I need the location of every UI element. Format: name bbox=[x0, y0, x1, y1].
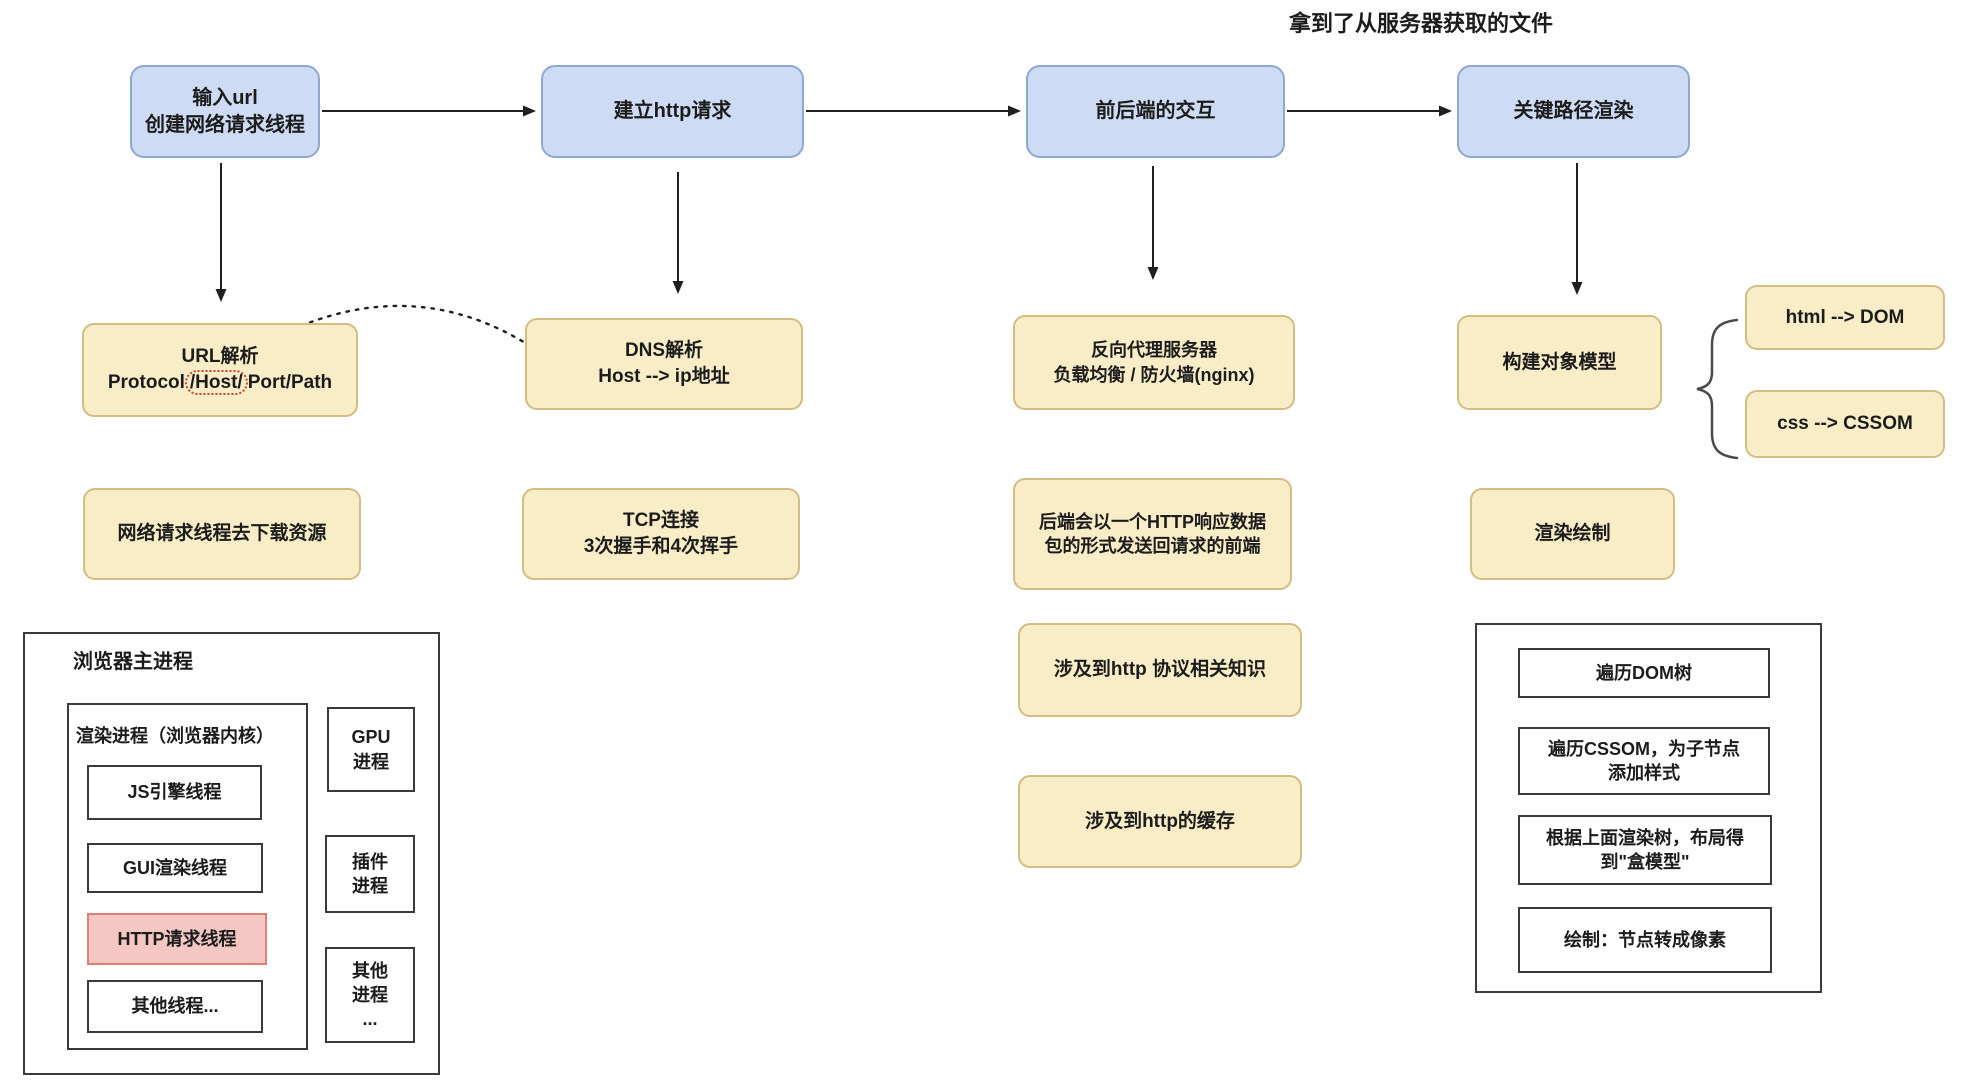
process-label: 插件 bbox=[352, 851, 388, 872]
css-cssom-box: css --> CSSOM bbox=[1745, 390, 1945, 458]
backend-response-line: 后端会以一个HTTP响应数据 bbox=[1039, 511, 1266, 532]
browser-main-process-title: 浏览器主进程 bbox=[73, 651, 193, 673]
pipeline-step-label: 绘制：节点转成像素 bbox=[1564, 929, 1726, 950]
process-label: 其他 bbox=[352, 960, 388, 981]
reverse-proxy-line: 负载均衡 / 防火墙(nginx) bbox=[1053, 364, 1255, 385]
backend-response-line: 包的形式发送回请求的前端 bbox=[1044, 536, 1261, 556]
thread-gui-render: GUI渲染线程 bbox=[87, 843, 263, 893]
html-dom-label: html --> DOM bbox=[1785, 306, 1905, 328]
pipeline-step-cssom: 遍历CSSOM，为子节点 添加样式 bbox=[1518, 727, 1770, 795]
pipeline-step-label: 到"盒模型" bbox=[1600, 852, 1690, 872]
thread-http-request: HTTP请求线程 bbox=[87, 913, 267, 965]
tcp-line: 3次握手和4次挥手 bbox=[583, 536, 739, 557]
thread-label: HTTP请求线程 bbox=[117, 928, 237, 949]
url-detail-suffix: Port/Path bbox=[247, 372, 333, 393]
pipeline-step-layout: 根据上面渲染树，布局得 到"盒模型" bbox=[1518, 815, 1772, 885]
backend-response-box: 后端会以一个HTTP响应数据 包的形式发送回请求的前端 bbox=[1013, 478, 1292, 590]
process-label: 进程 bbox=[352, 876, 388, 896]
process-label: 进程 bbox=[353, 751, 389, 772]
pipeline-step-dom: 遍历DOM树 bbox=[1518, 648, 1770, 698]
render-paint-label: 渲染绘制 bbox=[1534, 523, 1611, 545]
tcp-line: TCP连接 bbox=[622, 510, 699, 532]
http-cache-label: 涉及到http的缓存 bbox=[1085, 810, 1235, 832]
pipeline-step-label: 根据上面渲染树，布局得 bbox=[1546, 827, 1744, 848]
flow-step-http-request: 建立http请求 bbox=[541, 65, 804, 158]
process-other: 其他 进程 ... bbox=[325, 947, 415, 1043]
build-object-model-label: 构建对象模型 bbox=[1502, 351, 1617, 373]
pipeline-step-label: 遍历CSSOM，为子节点 bbox=[1547, 738, 1740, 759]
flow-step-critical-render: 关键路径渲染 bbox=[1457, 65, 1690, 158]
flow-step-label: 关键路径渲染 bbox=[1513, 100, 1634, 122]
html-dom-box: html --> DOM bbox=[1745, 285, 1945, 350]
flow-step-label: 前后端的交互 bbox=[1095, 100, 1216, 122]
flow-step-label: 建立http请求 bbox=[613, 100, 732, 122]
reverse-proxy-line: 反向代理服务器 bbox=[1091, 340, 1217, 361]
download-box: 网络请求线程去下载资源 bbox=[83, 488, 361, 580]
pipeline-step-label: 添加样式 bbox=[1608, 763, 1680, 783]
dns-box: DNS解析 Host --> ip地址 bbox=[525, 318, 803, 410]
process-plugin: 插件 进程 bbox=[325, 835, 415, 913]
url-parse-detail: Protocol/Host/Port/Path bbox=[108, 370, 332, 396]
http-protocol-label: 涉及到http 协议相关知识 bbox=[1053, 659, 1267, 681]
thread-label: 其他线程... bbox=[131, 996, 219, 1017]
host-highlight-oval: /Host/ bbox=[184, 370, 248, 395]
thread-other: 其他线程... bbox=[87, 980, 263, 1033]
thread-label: GUI渲染线程 bbox=[122, 857, 227, 878]
url-parse-box: URL解析 Protocol/Host/Port/Path bbox=[82, 323, 358, 417]
flow-step-label: 创建网络请求线程 bbox=[145, 113, 305, 136]
render-paint-box: 渲染绘制 bbox=[1470, 488, 1675, 580]
tcp-box: TCP连接 3次握手和4次挥手 bbox=[522, 488, 800, 580]
http-cache-box: 涉及到http的缓存 bbox=[1018, 775, 1302, 868]
pipeline-step-label: 遍历DOM树 bbox=[1596, 662, 1692, 683]
thread-js-engine: JS引擎线程 bbox=[87, 765, 262, 820]
download-label: 网络请求线程去下载资源 bbox=[117, 523, 327, 545]
process-label: GPU bbox=[351, 727, 391, 748]
pipeline-step-paint: 绘制：节点转成像素 bbox=[1518, 907, 1772, 973]
reverse-proxy-box: 反向代理服务器 负载均衡 / 防火墙(nginx) bbox=[1013, 315, 1295, 410]
build-object-model-box: 构建对象模型 bbox=[1457, 315, 1662, 410]
top-annotation: 拿到了从服务器获取的文件 bbox=[1289, 11, 1554, 36]
url-detail-prefix: Protocol bbox=[107, 372, 185, 393]
thread-label: JS引擎线程 bbox=[127, 782, 222, 803]
flow-step-input-url: 输入url 创建网络请求线程 bbox=[130, 65, 320, 158]
render-process-title: 渲染进程（浏览器内核） bbox=[76, 726, 274, 746]
process-label: 进程 bbox=[352, 984, 388, 1005]
url-parse-title: URL解析 bbox=[181, 346, 259, 368]
http-protocol-box: 涉及到http 协议相关知识 bbox=[1018, 623, 1302, 717]
css-cssom-label: css --> CSSOM bbox=[1777, 413, 1913, 435]
flow-step-label: 输入url bbox=[192, 86, 258, 109]
flow-step-frontend-backend: 前后端的交互 bbox=[1026, 65, 1285, 158]
brace bbox=[1696, 318, 1739, 460]
process-label: ... bbox=[362, 1009, 378, 1030]
dns-line: Host --> ip地址 bbox=[598, 366, 730, 387]
dns-line: DNS解析 bbox=[624, 340, 704, 362]
process-gpu: GPU 进程 bbox=[327, 707, 415, 792]
